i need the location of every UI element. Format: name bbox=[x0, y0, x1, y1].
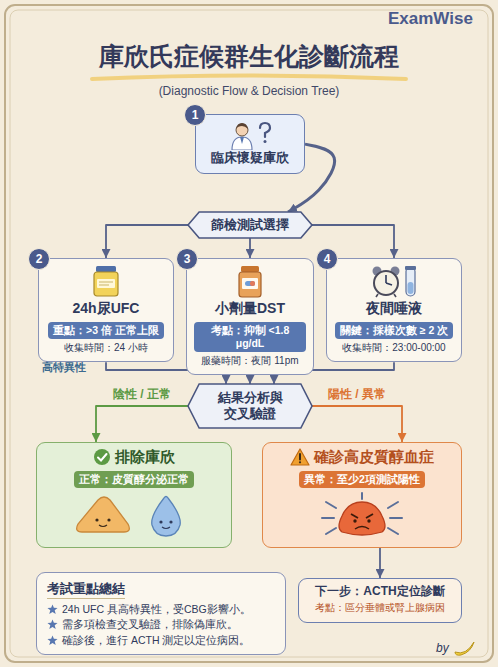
node-text: 異常：至少2項測試陽性 bbox=[299, 471, 425, 488]
gland-graphic bbox=[322, 493, 402, 535]
test-box: 夜間唾液關鍵：採樣次數 ≥ 2 次收集時間：23:00-00:00 bbox=[326, 258, 462, 362]
summary-box: 考試重點總結 24h UFC 具高特異性，受CBG影響小。需多項檢查交叉驗證，排除… bbox=[36, 572, 286, 655]
bullet-graphic bbox=[47, 635, 57, 645]
node-text: 正常：皮質醇分泌正常 bbox=[74, 471, 194, 488]
node-text: 確診後，進行 ACTH 測定以定位病因。 bbox=[62, 634, 250, 647]
text-row: 需多項檢查交叉驗證，排除偽庫欣。 bbox=[47, 618, 238, 631]
connector bbox=[312, 406, 402, 442]
text-row: 確診後，進行 ACTH 測定以定位病因。 bbox=[47, 634, 250, 647]
node-text: 考試重點總結 bbox=[47, 581, 125, 599]
test-box: 24h尿UFC 重點：>3 倍 正常上限收集時間：24 小時 bbox=[38, 258, 174, 362]
brand-logo: ExamWise bbox=[388, 9, 473, 29]
text-row: 排除庫欣 bbox=[93, 448, 175, 467]
text-row: 篩檢測試選擇 bbox=[211, 217, 289, 233]
connector bbox=[379, 548, 381, 578]
node-text: 收集時間：23:00-00:00 bbox=[342, 342, 445, 355]
text-row: 考點：抑制 <1.8 μg/dL bbox=[194, 318, 306, 352]
node-text: 24h UFC 具高特異性，受CBG影響小。 bbox=[62, 603, 251, 616]
gland-illustration bbox=[292, 492, 432, 540]
text-row: 確診高皮質醇血症 bbox=[290, 448, 434, 467]
decision-band: 結果分析與 交叉驗證 bbox=[188, 384, 312, 428]
text-row: 臨床懷疑庫欣 bbox=[211, 150, 289, 166]
node-text: 結果分析與 交叉驗證 bbox=[214, 390, 286, 423]
text-row: 關鍵：採樣次數 ≥ 2 次 bbox=[335, 318, 453, 339]
bullet-graphic bbox=[94, 449, 110, 465]
page-frame bbox=[5, 5, 493, 662]
subtitle: (Diagnostic Flow & Decision Tree) bbox=[0, 84, 498, 98]
bullet-graphic bbox=[47, 620, 57, 630]
start-box: 臨床懷疑庫欣 bbox=[195, 114, 305, 174]
text-row: 收集時間：24 小時 bbox=[64, 339, 148, 355]
text-row: 收集時間：23:00-00:00 bbox=[342, 339, 445, 355]
bullet-icon bbox=[47, 619, 58, 630]
choice-band: 篩檢測試選擇 bbox=[188, 212, 312, 238]
signature: by bbox=[436, 641, 449, 655]
text-row: 考點：區分垂體或腎上腺病因 bbox=[315, 599, 445, 615]
node-text: 服藥時間：夜間 11pm bbox=[201, 355, 298, 368]
bullet-icon bbox=[47, 635, 58, 646]
bullet-graphic bbox=[47, 605, 57, 615]
result-box: 排除庫欣正常：皮質醇分泌正常 bbox=[36, 442, 232, 548]
node-text: 考點：區分垂體或腎上腺病因 bbox=[315, 602, 445, 615]
text-row: 考試重點總結 bbox=[47, 581, 125, 601]
connector bbox=[249, 375, 251, 384]
icon bbox=[366, 264, 422, 298]
icon-graphic bbox=[239, 266, 261, 297]
text-row: 24h UFC 具高特異性，受CBG影響小。 bbox=[47, 603, 251, 616]
gland-illustration bbox=[64, 492, 204, 540]
node-text: 考點：抑制 <1.8 μg/dL bbox=[194, 322, 306, 352]
node-text: 24h尿UFC bbox=[73, 300, 140, 318]
icon-graphic bbox=[373, 266, 417, 297]
node-text: 臨床懷疑庫欣 bbox=[211, 150, 289, 166]
node-text: 篩檢測試選擇 bbox=[211, 217, 289, 233]
node-text: 排除庫欣 bbox=[115, 448, 175, 467]
test-box: 小劑量DST 考點：抑制 <1.8 μg/dL 服藥時間：夜間 11pm bbox=[186, 258, 314, 375]
bullet-icon bbox=[290, 448, 310, 466]
node-text: 下一步：ACTH定位診斷 bbox=[315, 584, 444, 599]
text-row: 正常：皮質醇分泌正常 bbox=[74, 467, 194, 488]
bullet-icon bbox=[47, 604, 58, 615]
banana-icon bbox=[455, 642, 474, 655]
text-row: 異常：至少2項測試陽性 bbox=[299, 467, 425, 488]
node-text: 確診高皮質醇血症 bbox=[314, 448, 434, 467]
icon-graphic bbox=[232, 123, 270, 150]
connector bbox=[312, 225, 394, 258]
note-label: 高特異性 bbox=[42, 360, 86, 375]
bullet-graphic bbox=[291, 449, 309, 465]
text-row: 下一步：ACTH定位診斷 bbox=[315, 584, 444, 599]
bullet-icon bbox=[93, 448, 111, 466]
text-row: 小劑量DST bbox=[215, 298, 285, 318]
result-box: 確診高皮質醇血症異常：至少2項測試陽性 bbox=[262, 442, 462, 548]
page-frame-inner bbox=[10, 10, 488, 657]
node-text: 關鍵：採樣次數 ≥ 2 次 bbox=[335, 322, 453, 339]
node-text: 夜間唾液 bbox=[366, 300, 422, 318]
title: 庫欣氏症候群生化診斷流程 bbox=[0, 40, 498, 73]
connector bbox=[106, 225, 188, 258]
edge-label: 陰性 / 正常 bbox=[110, 386, 174, 403]
icon-graphic bbox=[94, 266, 118, 296]
gland-graphic bbox=[77, 496, 181, 536]
node-text: 小劑量DST bbox=[215, 300, 285, 318]
next-step-box: 下一步：ACTH定位診斷考點：區分垂體或腎上腺病因 bbox=[298, 578, 462, 623]
icon bbox=[86, 264, 126, 298]
text-row: 24h尿UFC bbox=[73, 298, 140, 318]
node-text: 收集時間：24 小時 bbox=[64, 342, 148, 355]
text-row: 夜間唾液 bbox=[366, 298, 422, 318]
text-row: 結果分析與 交叉驗證 bbox=[214, 390, 286, 423]
text-row: 重點：>3 倍 正常上限 bbox=[48, 318, 164, 339]
text-row: 服藥時間：夜間 11pm bbox=[201, 352, 298, 368]
connector bbox=[249, 238, 251, 258]
edge-label: 陽性 / 異常 bbox=[325, 386, 389, 403]
node-text: 需多項檢查交叉驗證，排除偽庫欣。 bbox=[62, 618, 238, 631]
icon bbox=[230, 264, 270, 298]
icon bbox=[220, 120, 280, 150]
node-text: 重點：>3 倍 正常上限 bbox=[48, 322, 164, 339]
connector bbox=[96, 406, 188, 442]
title-underline bbox=[92, 76, 406, 80]
